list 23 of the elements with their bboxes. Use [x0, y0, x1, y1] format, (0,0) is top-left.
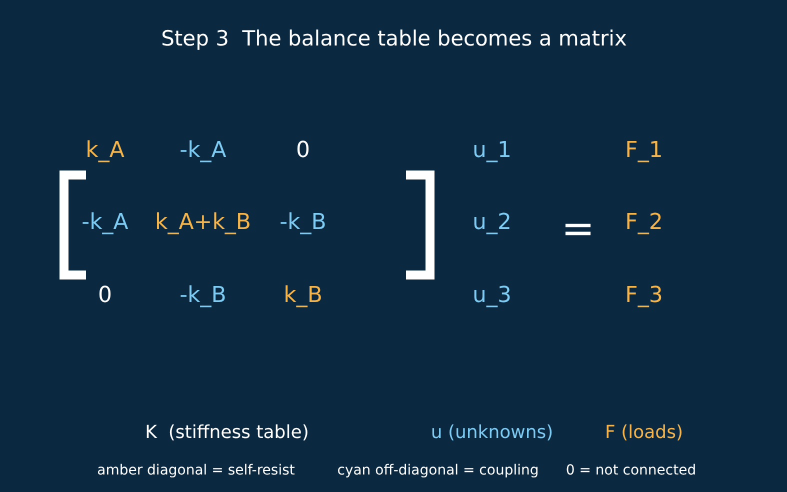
vector-entry: F_2 — [625, 210, 663, 236]
note-text: 0 = not connected — [566, 462, 696, 480]
matrix-entry: -k_B — [180, 282, 226, 310]
vector-caption: u (unknowns) — [430, 422, 554, 444]
vector-entry: F_3 — [625, 282, 663, 310]
vector-entry: u_3 — [472, 282, 512, 310]
matrix-entry: 0 — [296, 138, 310, 164]
vector-caption: F (loads) — [605, 422, 683, 444]
vector-entry: u_2 — [472, 210, 512, 236]
note-text: amber diagonal = self-resist — [97, 462, 295, 480]
vector-entry: F_1 — [625, 138, 663, 164]
matrix-entry: k_A+k_B — [154, 210, 252, 236]
matrix-entry: k_B — [284, 282, 322, 310]
vector-entry: u_1 — [472, 138, 512, 164]
matrix-caption: K (stiffness table) — [145, 422, 309, 444]
matrix-entry: -k_B — [280, 210, 326, 236]
matrix-entry: -k_A — [180, 138, 226, 164]
equals-sign: = — [561, 205, 595, 253]
matrix-entry: k_A — [86, 138, 124, 164]
title: Step 3 The balance table becomes a matrix — [161, 26, 627, 52]
matrix-entry: 0 — [98, 282, 112, 310]
note-text: cyan off-diagonal = coupling — [337, 462, 539, 480]
matrix-entry: -k_A — [82, 210, 128, 236]
